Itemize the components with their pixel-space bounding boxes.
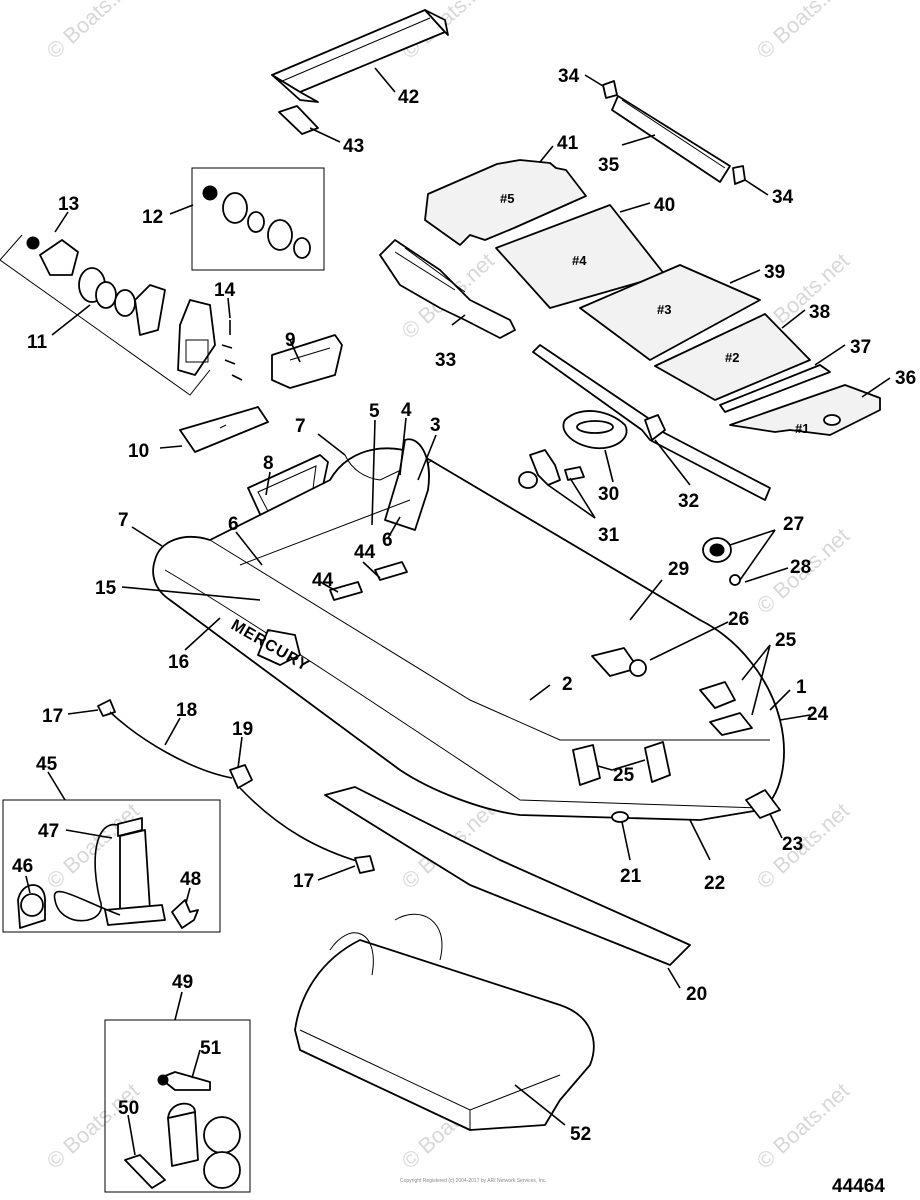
- part-42-cover: [271, 9, 449, 103]
- callout-44: 44: [354, 542, 376, 563]
- callout-9: 9: [285, 330, 296, 351]
- callout-34: 34: [772, 187, 794, 208]
- callout-6: 6: [228, 514, 239, 535]
- part-9-handle: [271, 334, 343, 389]
- part-52-storage-bag: [294, 913, 595, 1131]
- seat-3: [579, 264, 761, 361]
- callout-25: 25: [775, 630, 797, 651]
- boat-hull: MERCURY: [152, 438, 785, 823]
- callout-26: 26: [728, 609, 749, 630]
- callout-7: 7: [295, 416, 306, 437]
- callout-3: 3: [430, 415, 441, 436]
- callout-52: 52: [570, 1124, 591, 1145]
- callout-34: 34: [558, 66, 580, 87]
- callout-11: 11: [27, 332, 48, 353]
- callout-33: 33: [435, 350, 456, 371]
- seat-label-5: #5: [500, 191, 514, 206]
- seat-labels: #5 #4 #3 #2 #1: [500, 191, 809, 436]
- callout-42: 42: [398, 87, 419, 108]
- watermark: © Boats.net: [752, 1078, 854, 1174]
- callout-13: 13: [58, 194, 79, 215]
- callout-46: 46: [12, 856, 33, 877]
- seat-label-2: #2: [725, 350, 739, 365]
- callout-30: 30: [598, 484, 619, 505]
- callout-25: 25: [613, 765, 635, 786]
- seat-label-4: #4: [572, 253, 587, 268]
- part-33-oar-blade: [379, 239, 516, 339]
- part-43-strip: [278, 105, 319, 135]
- callout-24: 24: [807, 704, 829, 725]
- callout-15: 15: [95, 578, 117, 599]
- part-20-strip: [324, 786, 691, 966]
- callout-28: 28: [790, 557, 811, 578]
- part-27-valve-cap: [702, 537, 741, 586]
- callout-27: 27: [783, 514, 804, 535]
- part-12-valve-kit-box: [191, 167, 325, 271]
- figure-number: 44464: [832, 1176, 885, 1197]
- callout-47: 47: [38, 821, 59, 842]
- part-14-screws: [221, 320, 243, 381]
- copyright-text: Copyright Registered (c) 2004-2017 by AR…: [400, 1178, 547, 1184]
- part-35-rod: [602, 80, 746, 185]
- part-37-strip: [719, 364, 831, 413]
- callout-4: 4: [401, 400, 412, 421]
- callout-29: 29: [668, 559, 689, 580]
- part-18-line: [97, 699, 375, 874]
- callout-35: 35: [598, 155, 620, 176]
- watermark: © Boats.net: [752, 0, 854, 64]
- callout-10: 10: [128, 441, 149, 462]
- seat-1: [729, 384, 881, 436]
- callout-17: 17: [293, 871, 314, 892]
- callout-37: 37: [850, 337, 871, 358]
- part-49-repair-kit: [104, 1019, 251, 1193]
- callout-5: 5: [369, 401, 380, 422]
- callout-32: 32: [678, 491, 699, 512]
- callout-49: 49: [172, 972, 193, 993]
- callout-36: 36: [895, 368, 916, 389]
- callout-8: 8: [263, 453, 274, 474]
- callout-45: 45: [36, 754, 58, 775]
- callout-31: 31: [598, 525, 620, 546]
- callout-41: 41: [557, 133, 579, 154]
- seat-label-3: #3: [657, 302, 671, 317]
- callout-1: 1: [796, 677, 807, 698]
- callout-51: 51: [200, 1038, 222, 1059]
- callout-43: 43: [343, 136, 364, 157]
- part-10-bracket: [179, 406, 269, 453]
- callout-labels: 42 43 34 35 34 41 40 39 38 37 36 13 12 1…: [12, 66, 916, 1145]
- callout-23: 23: [782, 834, 803, 855]
- callout-14: 14: [214, 280, 236, 301]
- callout-48: 48: [180, 869, 201, 890]
- callout-40: 40: [654, 195, 675, 216]
- part-45-pump-kit: [2, 799, 221, 933]
- callout-12: 12: [142, 207, 163, 228]
- leader-lines: [25, 67, 891, 1156]
- part-31-pins: [518, 449, 585, 489]
- seat-label-1: #1: [795, 421, 809, 436]
- callout-6: 6: [382, 530, 393, 551]
- callout-22: 22: [704, 873, 725, 894]
- callout-39: 39: [764, 262, 785, 283]
- watermark: © Boats.net: [42, 0, 144, 64]
- callout-38: 38: [809, 302, 830, 323]
- callout-17: 17: [42, 706, 63, 727]
- callout-16: 16: [168, 652, 189, 673]
- callout-18: 18: [176, 700, 197, 721]
- callout-19: 19: [232, 719, 253, 740]
- part-32-oar-shaft: [532, 344, 771, 501]
- seat-5: [424, 159, 587, 246]
- seat-2: [654, 313, 811, 401]
- callout-2: 2: [562, 674, 573, 695]
- callout-21: 21: [620, 866, 642, 887]
- part-30-oarlock: [562, 410, 628, 450]
- part-11-valve-assembly: [0, 234, 216, 396]
- callout-50: 50: [118, 1098, 139, 1119]
- callout-44: 44: [312, 570, 334, 591]
- callout-7: 7: [118, 510, 129, 531]
- callout-20: 20: [686, 984, 707, 1005]
